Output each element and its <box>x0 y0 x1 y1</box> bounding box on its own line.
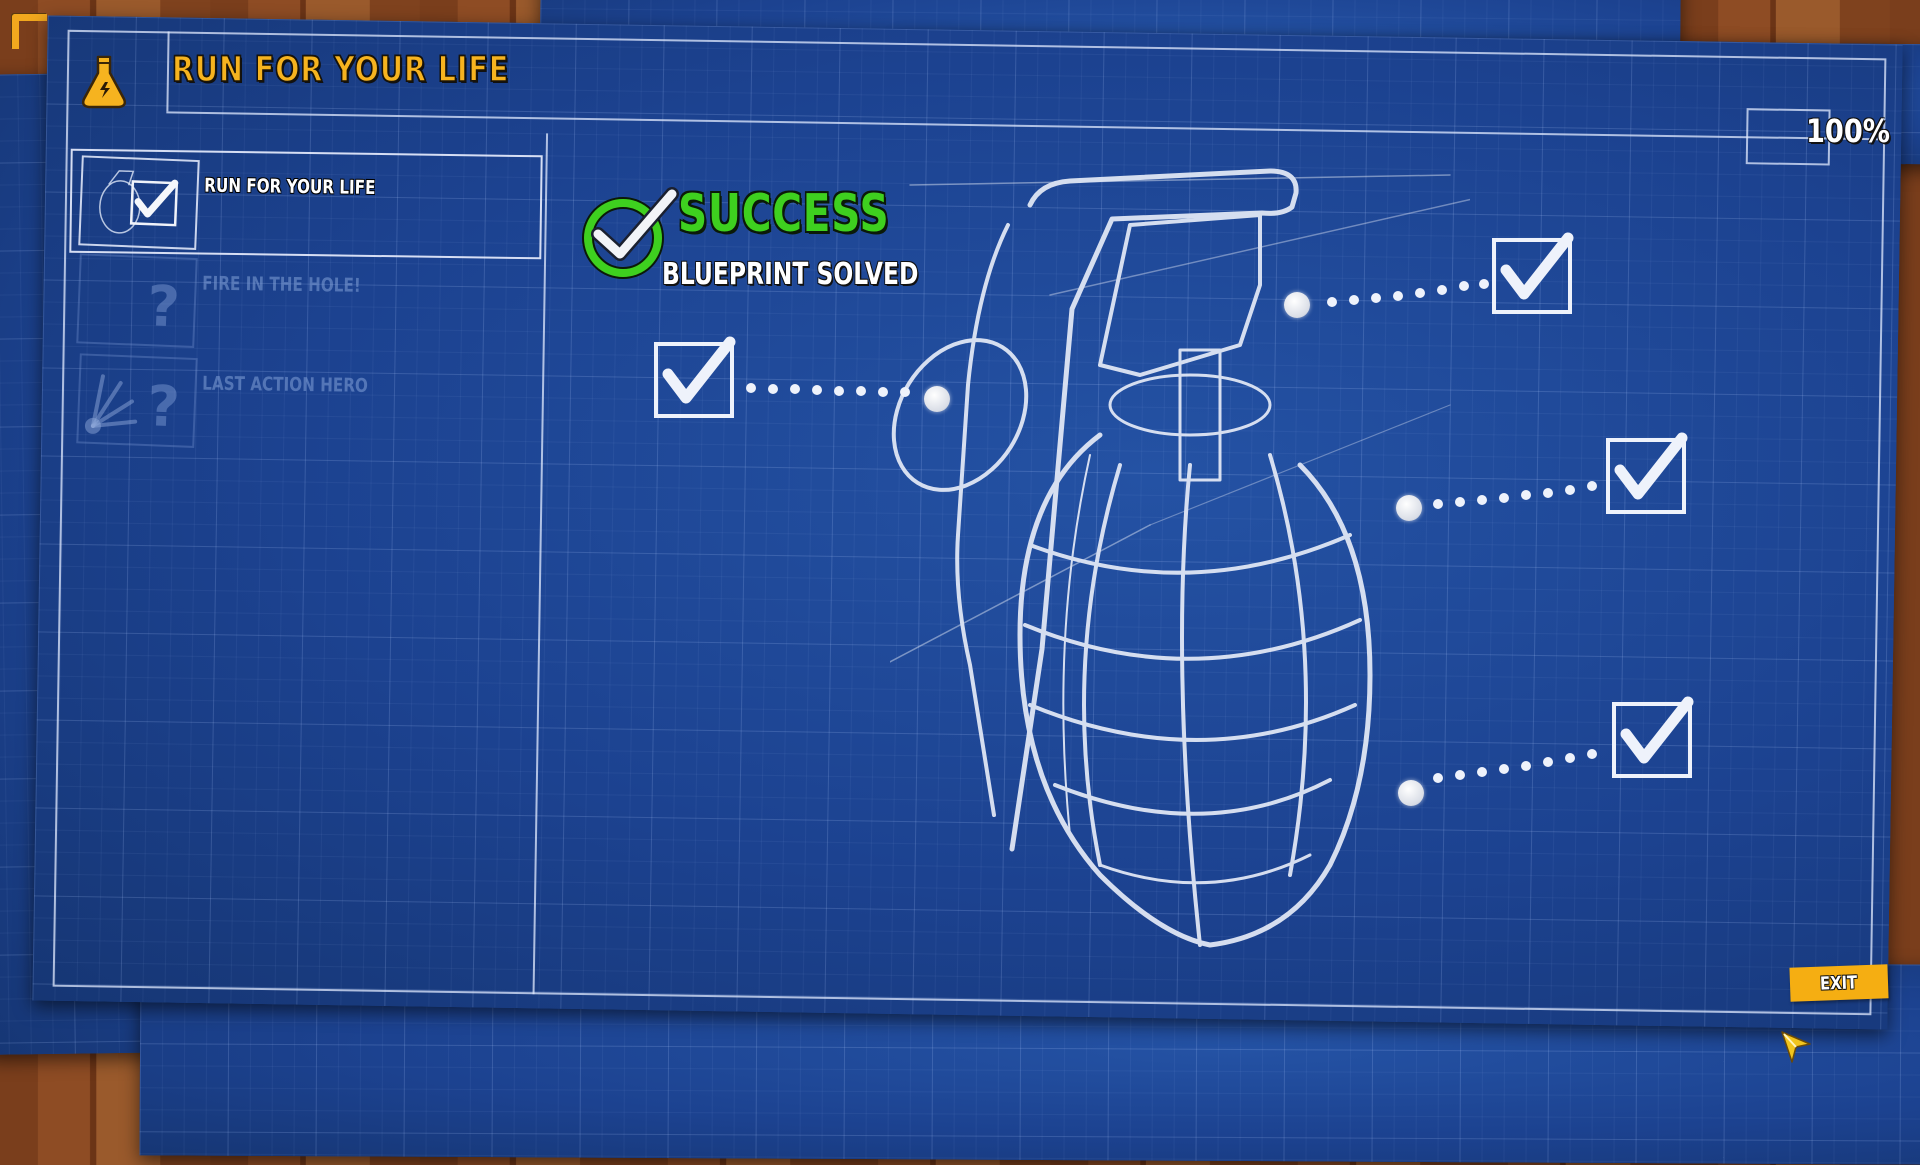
grenade-check-thumbnail <box>78 155 200 250</box>
green-check-circle-icon <box>582 187 679 279</box>
success-banner: SUCCESS BLUEPRINT SOLVED <box>580 182 960 302</box>
exit-button[interactable]: EXIT <box>1789 964 1889 1002</box>
level-list: RUN FOR YOUR LIFE ? FIRE IN THE HOLE! ? … <box>69 135 543 515</box>
success-message: BLUEPRINT SOLVED <box>662 257 919 292</box>
question-mark-icon: ? <box>145 374 182 441</box>
mouse-cursor-icon <box>1781 1031 1811 1063</box>
anchor-dot <box>1284 292 1310 318</box>
flask-icon <box>81 55 127 109</box>
level-label: LAST ACTION HERO <box>202 372 369 397</box>
checkpoint-checkbox-pin-ring <box>654 336 736 418</box>
checkpoint-checkbox-body-shoulder <box>1606 432 1688 514</box>
question-mark-icon: ? <box>145 274 182 341</box>
anchor-dot <box>1396 495 1422 521</box>
explosion-icon <box>84 374 138 434</box>
page-title: RUN FOR YOUR LIFE <box>171 49 510 91</box>
locked-thumbnail: ? <box>76 353 198 448</box>
level-item-fire-in-the-hole[interactable]: ? FIRE IN THE HOLE! <box>69 249 538 356</box>
grenade-check-icon <box>99 170 179 234</box>
grenade-sketch <box>890 168 1470 948</box>
level-label: FIRE IN THE HOLE! <box>202 272 361 297</box>
locked-thumbnail: ? <box>76 253 198 348</box>
level-item-last-action-hero[interactable]: ? LAST ACTION HERO <box>69 349 538 456</box>
completion-percent: 100% <box>1806 112 1891 150</box>
checkpoint-checkbox-body-lower <box>1612 696 1694 778</box>
anchor-dot <box>1398 780 1424 806</box>
level-label: RUN FOR YOUR LIFE <box>204 174 376 199</box>
level-item-run-for-your-life[interactable]: RUN FOR YOUR LIFE <box>69 148 543 260</box>
anchor-dot <box>924 386 950 412</box>
checkpoint-checkbox-lever-top <box>1492 232 1574 314</box>
exit-label: EXIT <box>1820 971 1858 995</box>
success-status: SUCCESS <box>678 184 890 244</box>
corner-bracket-icon <box>12 14 47 49</box>
